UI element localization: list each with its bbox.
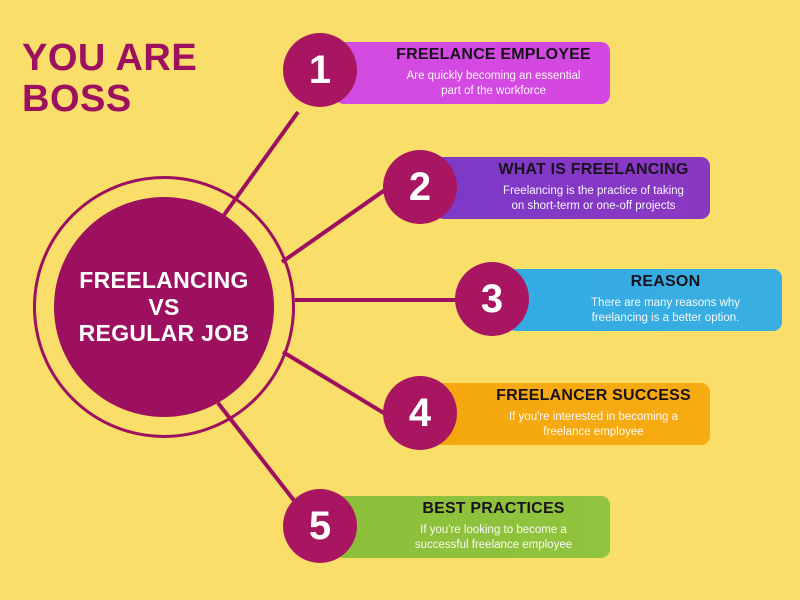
hub-label: FREELANCING VS REGULAR JOB — [78, 266, 250, 347]
item-description-4: If you're interested in becoming a freel… — [508, 410, 679, 438]
item-bar-1[interactable]: FREELANCE EMPLOYEE Are quickly becoming … — [335, 42, 610, 104]
connector-line-5 — [216, 401, 298, 505]
page-title: YOU ARE BOSS — [22, 37, 198, 121]
hub-core-circle: FREELANCING VS REGULAR JOB — [54, 197, 274, 417]
item-title-1: FREELANCE EMPLOYEE — [396, 46, 591, 64]
item-title-2: WHAT IS FREELANCING — [498, 161, 689, 179]
item-title-5: BEST PRACTICES — [422, 500, 565, 518]
center-hub: FREELANCING VS REGULAR JOB — [33, 176, 295, 438]
item-number-badge-4[interactable]: 4 — [383, 376, 457, 450]
item-title-4: FREELANCER SUCCESS — [496, 387, 691, 405]
item-description-1: Are quickly becoming an essential part o… — [406, 69, 581, 97]
item-description-3: There are many reasons why freelancing i… — [591, 296, 740, 324]
item-description-5: If you're looking to become a successful… — [414, 523, 573, 551]
item-bar-3[interactable]: REASON There are many reasons why freela… — [507, 269, 782, 331]
connector-line-4 — [281, 350, 394, 420]
item-number-badge-5[interactable]: 5 — [283, 489, 357, 563]
connector-line-2 — [280, 183, 394, 264]
hub-outer-ring — [33, 176, 295, 438]
item-number-badge-3[interactable]: 3 — [455, 262, 529, 336]
item-bar-5[interactable]: BEST PRACTICES If you're looking to beco… — [335, 496, 610, 558]
item-title-3: REASON — [630, 273, 701, 291]
item-number-badge-1[interactable]: 1 — [283, 33, 357, 107]
item-description-2: Freelancing is the practice of taking on… — [503, 184, 684, 212]
item-number-badge-2[interactable]: 2 — [383, 150, 457, 224]
item-bar-2[interactable]: WHAT IS FREELANCING Freelancing is the p… — [435, 157, 710, 219]
item-bar-4[interactable]: FREELANCER SUCCESS If you're interested … — [435, 383, 710, 445]
